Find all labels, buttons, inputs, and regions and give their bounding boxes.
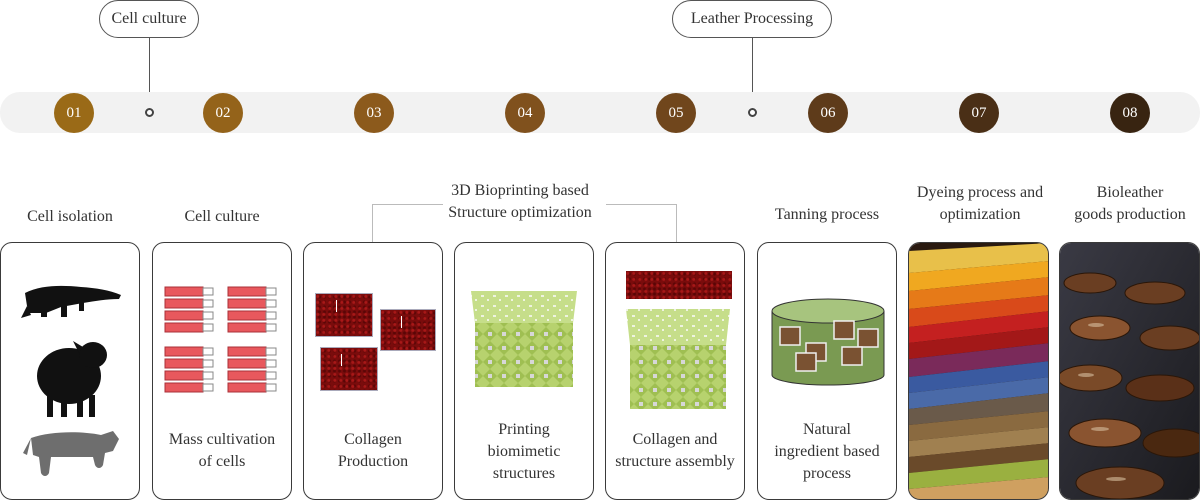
step-circle-04: 04 — [505, 93, 545, 133]
collagen-layer-image — [626, 271, 732, 299]
connector-line — [752, 38, 753, 108]
timeline-marker — [145, 108, 154, 117]
card-text-line: ingredient based — [774, 443, 880, 460]
caption-line: goods production — [1074, 206, 1186, 223]
culture-flasks-icon — [164, 286, 277, 393]
step-circle-01: 01 — [54, 93, 94, 133]
step-circle-05: 05 — [656, 93, 696, 133]
micrograph-image — [320, 347, 378, 391]
card-natural-process: Natural ingredient based process — [757, 242, 897, 500]
caption-bioprinting-group: 3D Bioprinting based Structure optimizat… — [400, 180, 640, 224]
step-circle-06: 06 — [808, 93, 848, 133]
cow-icon — [23, 431, 119, 476]
card-text-line: Collagen — [344, 431, 402, 448]
card-collagen-assembly: Collagen and structure assembly — [605, 242, 745, 500]
card-text-line: process — [803, 465, 851, 482]
step-circle-02: 02 — [203, 93, 243, 133]
card-mass-cultivation: Mass cultivation of cells — [152, 242, 292, 500]
card-text-line: Printing — [498, 421, 550, 438]
timeline-marker — [748, 108, 757, 117]
caption-cell-isolation: Cell isolation — [27, 208, 113, 225]
micrograph-image — [380, 309, 436, 351]
card-text-line: of cells — [198, 453, 246, 470]
caption-line: Bioleather — [1096, 184, 1164, 201]
crocodile-icon — [21, 285, 121, 318]
phase-label: Leather Processing — [690, 10, 814, 27]
connector-line — [149, 38, 150, 108]
leather-shoes-image — [1060, 243, 1199, 499]
card-leather-goods-photo — [1059, 242, 1200, 500]
caption-dyeing: Dyeing process and optimization — [900, 182, 1060, 226]
caption-tanning: Tanning process — [774, 206, 880, 223]
sheep-icon — [37, 341, 107, 417]
group-bracket-right — [606, 204, 677, 243]
animal-silhouettes — [21, 285, 121, 476]
dyed-leather-image — [909, 243, 1048, 499]
card-dyed-leather-photo — [908, 242, 1049, 500]
caption-line: Dyeing process and — [916, 184, 1044, 201]
card-text-line: structure assembly — [615, 453, 735, 470]
card-text-line: Collagen and — [632, 431, 718, 448]
caption-line: Structure optimization — [448, 204, 592, 221]
phase-pill-cell-culture: Cell culture — [99, 0, 199, 38]
phase-pill-leather-processing: Leather Processing — [672, 0, 832, 38]
step-circle-08: 08 — [1110, 93, 1150, 133]
step-circle-03: 03 — [354, 93, 394, 133]
card-printing-structures: Printing biomimetic structures — [454, 242, 594, 500]
caption-line: 3D Bioprinting based — [451, 182, 589, 199]
caption-cell-culture: Cell culture — [184, 208, 260, 225]
card-text-line: Mass cultivation — [168, 431, 276, 448]
card-text-line: Natural — [803, 421, 851, 438]
assembled-scaffold-icon — [626, 309, 730, 409]
group-bracket-left — [372, 204, 443, 243]
card-text-line: Production — [337, 453, 409, 470]
timeline-track — [0, 92, 1200, 133]
caption-goods: Bioleather goods production — [1060, 182, 1200, 226]
phase-label: Cell culture — [111, 10, 187, 27]
tanning-vat-icon — [771, 298, 885, 386]
card-cell-isolation — [0, 242, 140, 500]
printed-scaffold-icon — [471, 291, 577, 387]
card-text-line: structures — [492, 465, 556, 482]
card-text-line: biomimetic — [487, 443, 561, 460]
caption-line: optimization — [939, 206, 1021, 223]
micrograph-image — [315, 293, 373, 337]
card-collagen-production: Collagen Production — [303, 242, 443, 500]
step-circle-07: 07 — [959, 93, 999, 133]
